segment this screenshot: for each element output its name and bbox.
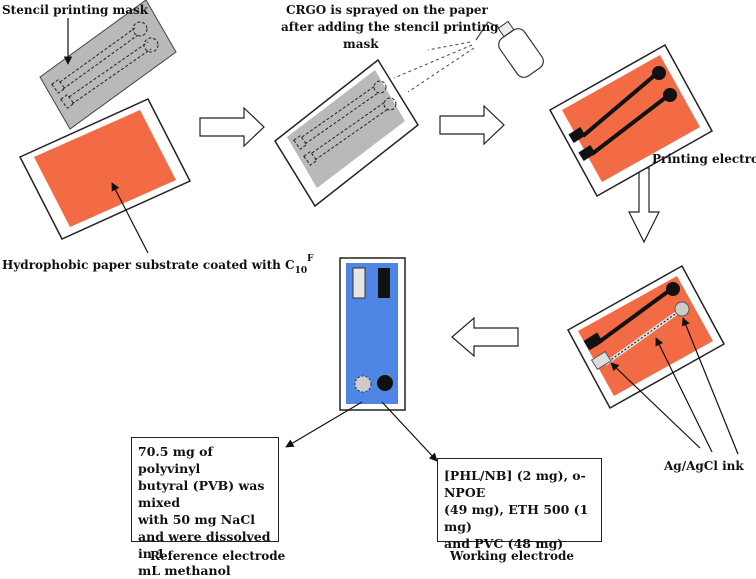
working-line: and PVC (48 mg) — [444, 536, 564, 551]
diagram-canvas: Stencil printing mask CRGO is sprayed on… — [2, 0, 756, 563]
crgo-label-line3: mask — [343, 37, 379, 51]
final-electrode-card — [339, 257, 406, 411]
hydrophobic-substrate — [18, 98, 192, 240]
printing-electrodes-label: Printing electrodes — [652, 152, 756, 166]
process-arrow-3 — [628, 167, 660, 244]
reference-line: 70.5 mg of polyvinyl — [138, 444, 213, 476]
working-line: (49 mg), ETH 500 (1 mg) — [444, 502, 589, 534]
ink-electrodes — [566, 264, 726, 410]
printed-electrodes — [548, 43, 714, 198]
ink-label: Ag/AgCl ink — [663, 459, 744, 473]
hydrophobic-label: Hydrophobic paper substrate coated with … — [2, 254, 314, 276]
stencil-mask-label: Stencil printing mask — [2, 3, 149, 17]
reference-line: butyral (PVB) was mixed — [138, 478, 265, 510]
reference-line: mL methanol — [138, 563, 231, 578]
pointer-lines — [63, 18, 739, 462]
reference-line: and were dissolved in 1 — [138, 529, 271, 561]
working-caption: Working electrode — [449, 549, 574, 563]
stencil-mask — [39, 0, 177, 130]
process-arrow-2 — [439, 104, 505, 146]
crgo-label-line1: CRGO is sprayed on the paper — [286, 3, 488, 17]
reference-caption: Reference electrode — [150, 549, 286, 563]
reference-line: with 50 mg NaCl — [138, 512, 256, 527]
working-electrode-box: [PHL/NB] (2 mg), o-NPOE (49 mg), ETH 500… — [437, 458, 602, 551]
masked-paper — [274, 58, 419, 208]
process-arrow-1 — [199, 106, 265, 148]
reference-electrode-box: 70.5 mg of polyvinyl butyral (PVB) was m… — [131, 437, 279, 578]
working-line: [PHL/NB] (2 mg), o-NPOE — [444, 468, 586, 500]
spray-bottle-icon — [393, 20, 544, 93]
process-arrow-4 — [451, 316, 519, 358]
crgo-label-line2: after adding the stencil printing — [281, 20, 499, 34]
